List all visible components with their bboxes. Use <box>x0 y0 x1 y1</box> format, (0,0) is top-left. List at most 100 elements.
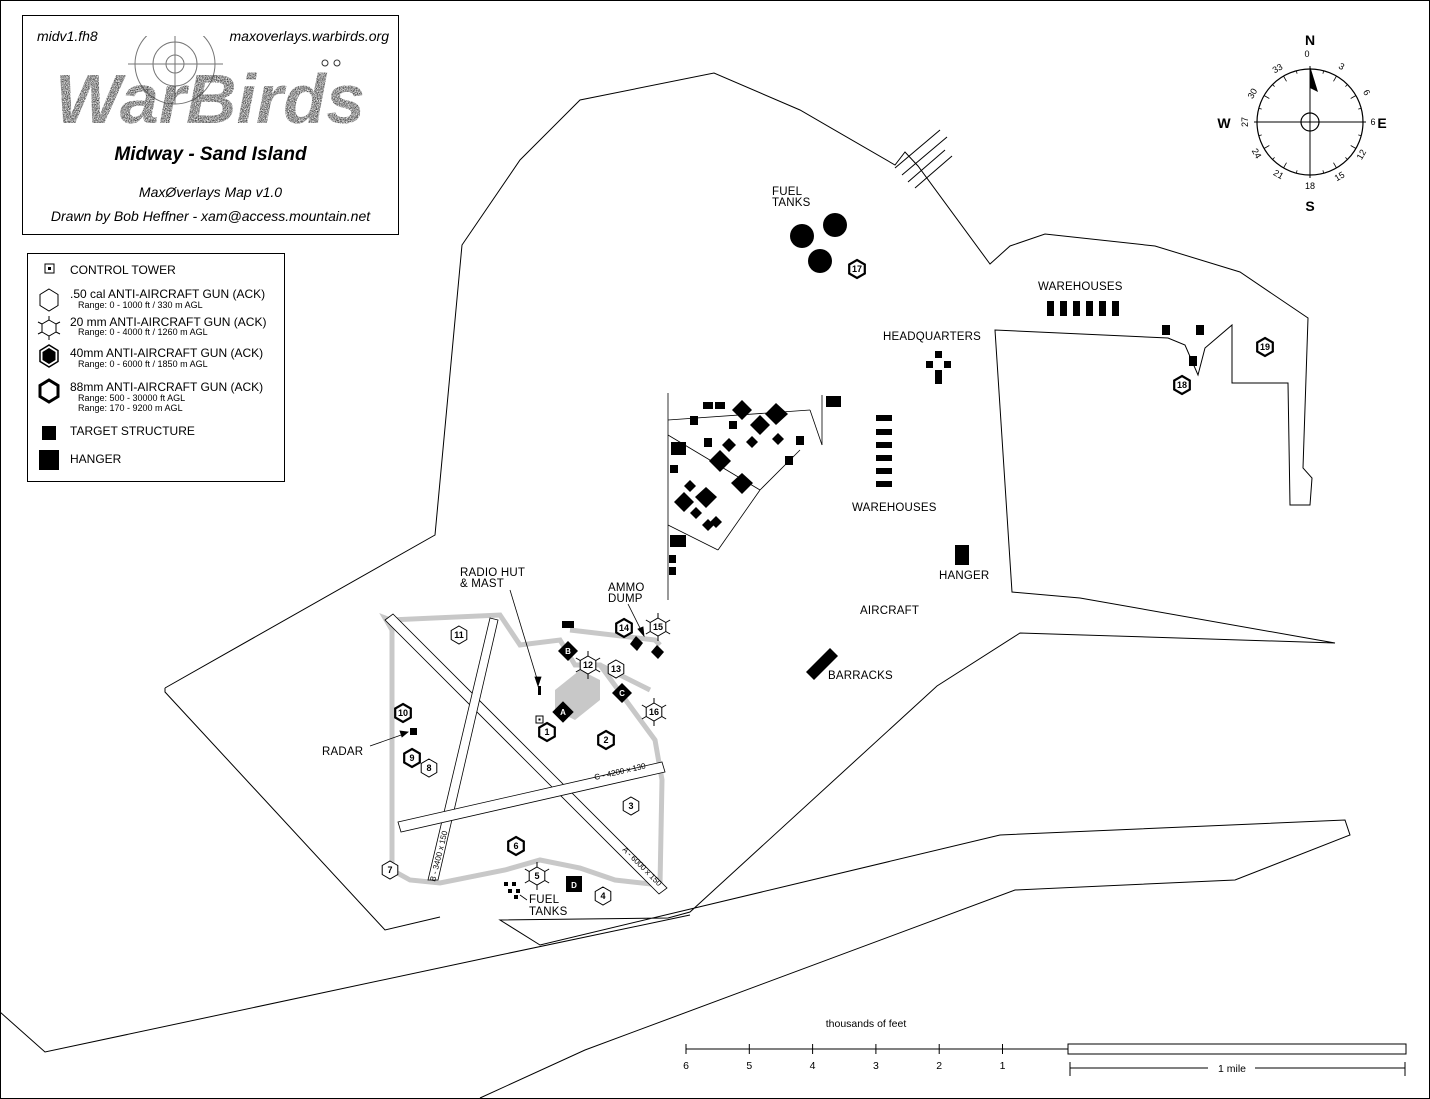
legend-hanger: HANGER <box>70 452 122 466</box>
svg-text:21: 21 <box>1272 168 1286 182</box>
svg-text:1: 1 <box>544 727 549 737</box>
svg-text:6: 6 <box>1370 117 1375 127</box>
headquarters-building <box>926 351 951 384</box>
legend-50cal: .50 cal ANTI-AIRCRAFT GUN (ACK) <box>70 287 266 301</box>
legend-88mm-range: Range: 500 - 30000 ft AGL <box>78 393 186 403</box>
warehouses-center <box>876 415 892 487</box>
square-large-icon <box>39 450 59 470</box>
hexagon-filled-icon <box>39 344 59 368</box>
svg-text:4: 4 <box>600 891 605 901</box>
legend-88mm-range-metric: Range: 170 - 9200 m AGL <box>78 403 183 413</box>
svg-text:0: 0 <box>1304 49 1309 59</box>
scale-tick-6: 6 <box>683 1060 689 1072</box>
leader-lines <box>369 589 645 901</box>
svg-text:7: 7 <box>387 865 392 875</box>
map-filename: midv1.fh8 <box>37 28 98 44</box>
gun-position-8: 8 <box>420 758 438 778</box>
legend-40mm: 40mm ANTI-AIRCRAFT GUN (ACK) <box>70 346 264 360</box>
scale-tick-1: 1 <box>1000 1060 1006 1072</box>
island-coastline <box>164 72 1351 1099</box>
control-tower-icon <box>535 715 544 724</box>
svg-text:17: 17 <box>852 264 862 274</box>
scale-tick-4: 4 <box>810 1060 816 1072</box>
label-hanger: HANGER <box>939 570 989 582</box>
gun-position-12: 12 <box>575 651 601 679</box>
gun-position-11: 11 <box>450 625 468 645</box>
gun-position-17: 17 <box>848 258 866 280</box>
label-ammo-dump-2: DUMP <box>608 593 643 605</box>
hangers: A B C D <box>552 641 632 892</box>
svg-text:11: 11 <box>454 630 464 640</box>
gun-position-19: 19 <box>1256 336 1274 358</box>
scale-tick-2: 2 <box>936 1060 942 1072</box>
gun-position-2: 2 <box>597 729 615 751</box>
map-title: Midway - Sand Island <box>114 144 307 165</box>
hexagon-bold-icon <box>38 378 60 404</box>
scale-title: thousands of feet <box>826 1018 907 1030</box>
svg-text:13: 13 <box>611 664 621 674</box>
compass-north: N <box>1305 32 1315 48</box>
hanger-a: A <box>552 701 574 723</box>
label-radio-hut-1: RADIO HUT <box>460 567 525 579</box>
svg-text:18: 18 <box>1177 380 1187 390</box>
scale-mile-label: 1 mile <box>1218 1063 1246 1075</box>
gun-position-16: 16 <box>641 698 667 726</box>
legend-control-tower: CONTROL TOWER <box>70 263 176 277</box>
coastline-spit <box>164 688 441 931</box>
map-legend: CONTROL TOWER .50 cal ANTI-AIRCRAFT GUN … <box>27 253 285 482</box>
svg-text:15: 15 <box>1333 170 1347 184</box>
svg-text:19: 19 <box>1260 342 1270 352</box>
svg-text:A: A <box>560 708 566 717</box>
svg-text:5: 5 <box>534 871 539 881</box>
dock-structures <box>1162 325 1204 366</box>
gun-position-5: 5 <box>524 862 550 890</box>
legend-target-structure: TARGET STRUCTURE <box>70 424 195 438</box>
hanger-east <box>955 545 969 565</box>
svg-text:B: B <box>565 647 571 656</box>
label-radio-hut-2: & MAST <box>460 578 504 590</box>
airfield: C - 4200 x 130 A - 6000 x 150 B - 3400 x… <box>379 612 668 895</box>
label-fuel-tanks-north-2: TANKS <box>772 197 811 209</box>
scale-tick-3: 3 <box>873 1060 879 1072</box>
airfield-buildings <box>410 621 664 899</box>
label-radar: RADAR <box>322 746 363 758</box>
legend-50cal-range: Range: 0 - 1000 ft / 330 m AGL <box>78 300 203 310</box>
gun-position-10: 10 <box>394 702 412 724</box>
hanger-c: C <box>612 683 632 703</box>
label-headquarters: HEADQUARTERS <box>883 331 981 343</box>
gun-position-4: 4 <box>594 886 612 906</box>
map-author: Drawn by Bob Heffner - xam@access.mounta… <box>50 208 371 224</box>
svg-text:14: 14 <box>619 623 629 633</box>
svg-text:8: 8 <box>426 763 431 773</box>
barracks-building <box>806 648 838 680</box>
label-fuel-tanks-south-1: FUEL <box>529 894 560 906</box>
warbirds-logo: WarBirds <box>55 36 365 138</box>
compass-east: E <box>1377 115 1386 131</box>
svg-text:9: 9 <box>409 753 414 763</box>
compass-south: S <box>1305 198 1314 214</box>
scale-tick-5: 5 <box>746 1060 752 1072</box>
fuel-tanks-north <box>790 213 847 273</box>
svg-text:6: 6 <box>1361 88 1372 97</box>
label-fuel-tanks-south-2: TANKS <box>529 906 568 918</box>
compass-needle <box>1310 66 1318 92</box>
gun-position-9: 9 <box>403 747 421 769</box>
svg-text:30: 30 <box>1246 87 1260 101</box>
compass-west: W <box>1217 115 1231 131</box>
svg-text:3: 3 <box>628 801 633 811</box>
svg-text:33: 33 <box>1271 62 1285 76</box>
gun-position-15: 15 <box>645 613 671 641</box>
svg-text:12: 12 <box>1355 148 1369 162</box>
gun-position-3: 3 <box>622 796 640 816</box>
gun-position-7: 7 <box>381 860 399 880</box>
piers <box>894 129 953 189</box>
label-warehouses-center: WAREHOUSES <box>852 502 937 514</box>
square-small-icon <box>42 426 56 440</box>
warehouses-northeast <box>1047 301 1119 316</box>
label-barracks: BARRACKS <box>828 670 893 682</box>
svg-text:27: 27 <box>1240 117 1250 127</box>
runway-a <box>384 613 668 895</box>
hexagon-spiked-icon <box>37 316 61 340</box>
